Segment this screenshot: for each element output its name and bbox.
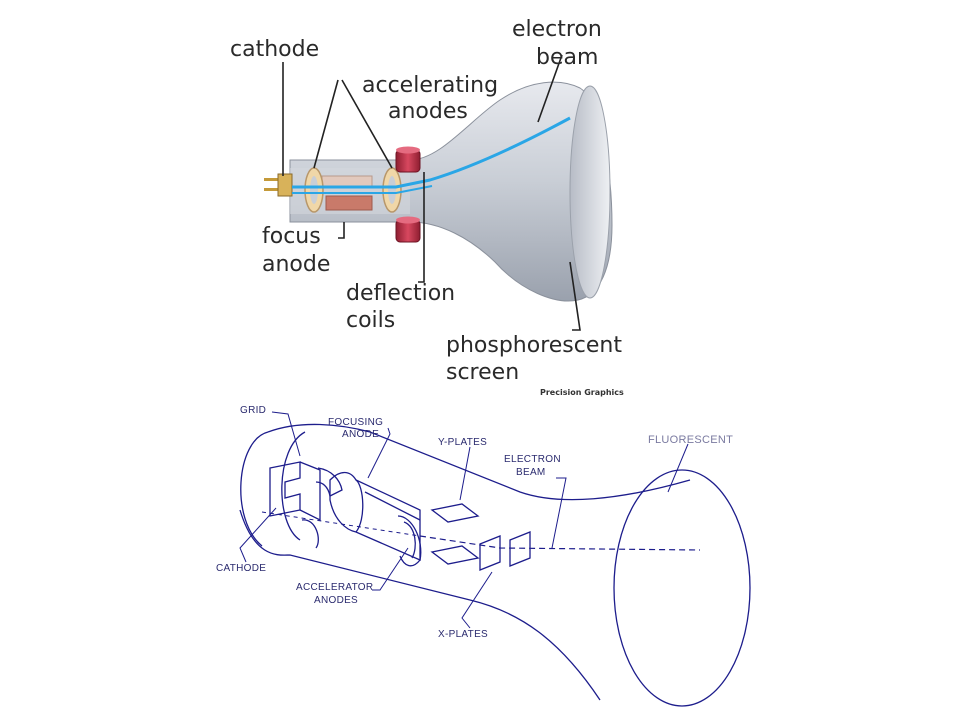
fluorescent-screen-outline [613, 469, 751, 707]
label-anodes: anodes [388, 99, 468, 124]
label-screen: screen [446, 360, 519, 385]
label-accelerating: accelerating [362, 73, 498, 98]
x-plates [479, 531, 531, 571]
label-y-plates: Y-PLATES [438, 437, 487, 448]
label-deflection: deflection [346, 281, 455, 306]
bottom-leader-lines [239, 411, 689, 629]
focus-anode-cylinder [321, 175, 373, 211]
accelerator-anode-ring [301, 515, 422, 567]
label-focusing: FOCUSING [328, 417, 383, 428]
label-fluorescent: FLUORESCENT [648, 434, 733, 446]
cathode-grid-assembly [269, 461, 343, 522]
label-accelerator-anodes: ANODES [314, 595, 358, 606]
top-labels: cathode accelerating anodes electron bea… [230, 17, 624, 397]
label-cathode: CATHODE [216, 563, 266, 574]
electron-beam-line [292, 116, 571, 194]
label-accelerator: ACCELERATOR [296, 582, 373, 593]
label-x-plates: X-PLATES [438, 629, 488, 640]
label-beam: BEAM [516, 467, 546, 478]
top-crt-diagram: cathode accelerating anodes electron bea… [230, 17, 624, 397]
bottom-labels: GRID FOCUSING ANODE Y-PLATES ELECTRON BE… [216, 405, 733, 640]
electron-beam-dashed [261, 511, 701, 551]
label-coils: coils [346, 308, 395, 333]
crt-neck-outline [239, 423, 691, 701]
label-electron: ELECTRON [504, 454, 561, 465]
label-credit: Precision Graphics [540, 388, 624, 397]
label-focus: focus [262, 224, 321, 249]
label-phosphorescent: phosphorescent [446, 333, 622, 358]
label-cathode: cathode [230, 37, 319, 62]
y-plates [430, 503, 480, 565]
label-anode: anode [262, 252, 330, 277]
label-grid: GRID [240, 405, 266, 416]
label-focusing-anode: ANODE [342, 429, 379, 440]
bottom-crt-diagram: GRID FOCUSING ANODE Y-PLATES ELECTRON BE… [216, 405, 751, 707]
focusing-anode-cylinder [329, 471, 421, 561]
cathode-pins [264, 173, 293, 197]
deflection-coils [395, 146, 421, 243]
phosphorescent-screen-face [569, 85, 611, 299]
top-leader-lines [282, 54, 581, 331]
label-beam: beam [536, 45, 598, 70]
label-electron: electron [512, 17, 602, 42]
